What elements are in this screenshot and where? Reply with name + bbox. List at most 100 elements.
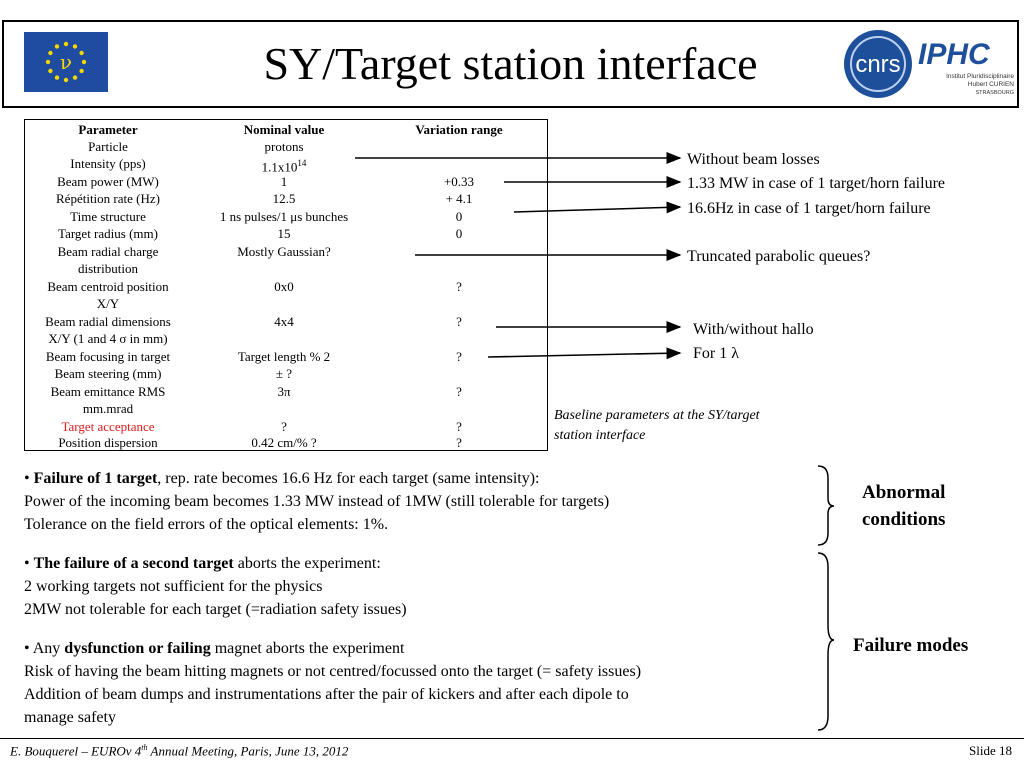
eu-stars-icon: ν: [24, 32, 108, 92]
bullet-2-line-2: 2 working targets not sufficient for the…: [24, 578, 323, 595]
footer-divider: [0, 738, 1024, 739]
arrow-lambda: [487, 347, 682, 360]
table-cell: ?: [456, 349, 462, 364]
note-lambda: For 1 λ: [693, 345, 739, 362]
label-abnormal-conditions: Abnormal conditions: [862, 479, 945, 533]
table-cell: Target radius (mm): [58, 226, 158, 241]
table-cell: 3π: [277, 384, 291, 399]
table-cell: ?: [456, 279, 462, 294]
bullet-3-line-3: Addition of beam dumps and instrumentati…: [24, 686, 629, 703]
table-cell: 1.1x1014: [191, 155, 377, 176]
table-cell: X/Y (1 and 4 σ in mm): [48, 331, 168, 346]
table-cell: ± ?: [275, 366, 293, 381]
bullet-1-text: , rep. rate becomes 16.6 Hz for each tar…: [157, 470, 540, 487]
table-cell: Répétition rate (Hz): [56, 191, 160, 206]
table-header-range: Variation range: [415, 122, 503, 137]
table-cell: Beam focusing in target: [45, 349, 171, 364]
intensity-value: 1.1x10: [261, 159, 298, 175]
table-cell-highlight: Target acceptance: [61, 419, 155, 434]
table-cell: + 4.1: [445, 191, 473, 206]
table-header-nominal: Nominal value: [243, 122, 325, 137]
bullet-2-bold: The failure of a second target: [33, 555, 234, 572]
table-cell: Beam power (MW): [57, 174, 159, 189]
bullet-2-text: aborts the experiment:: [233, 555, 381, 572]
table-cell: X/Y: [96, 296, 120, 311]
table-header-parameter: Parameter: [78, 122, 138, 137]
brace-failure: [817, 552, 835, 731]
bullet-magnet-failure: • Any dysfunction or failing magnet abor…: [24, 637, 824, 729]
table-cell: 4x4: [274, 314, 294, 329]
footer-author-text: E. Bouquerel – EUROv 4: [10, 743, 142, 759]
table-cell: distribution: [78, 261, 138, 276]
table-cell: Time structure: [70, 209, 146, 224]
cnrs-logo-text: cnrs: [855, 51, 900, 78]
table-cell: Beam steering (mm): [54, 366, 162, 381]
institution-logos: cnrs IPHC Institut Pluridisciplinaire Hu…: [842, 26, 1018, 102]
bullet-mark: •: [24, 555, 30, 572]
bullet-1-bold: Failure of 1 target: [33, 470, 158, 487]
eu-flag-letter: ν: [60, 50, 72, 74]
table-cell: mm.mrad: [82, 401, 134, 416]
table-cell: 0: [455, 209, 463, 224]
table-cell: 0.42 cm/% ?: [251, 435, 317, 450]
footer-author-text-2: Annual Meeting, Paris, June 13, 2012: [147, 743, 349, 759]
note-no-losses: Without beam losses: [687, 151, 820, 168]
bullet-3-pre: Any: [32, 640, 65, 657]
caption-line-2: station interface: [554, 428, 646, 443]
page-title: SY/Target station interface: [263, 38, 758, 89]
parameter-table: Parameter Nominal value Variation range …: [24, 119, 548, 451]
table-cell: Target length % 2: [237, 349, 331, 364]
bullet-3-line-4: manage safety: [24, 709, 116, 726]
brace-abnormal: [817, 465, 835, 546]
title-banner: ν SY/Target station interface cnrs IPHC …: [2, 20, 1019, 108]
table-cell: 1: [280, 174, 288, 189]
table-cell: 12.5: [272, 191, 296, 206]
table-caption: Baseline parameters at the SY/target sta…: [554, 406, 824, 446]
table-cell: ?: [456, 419, 462, 434]
intensity-exponent: 14: [297, 158, 307, 168]
bullet-2-line-3: 2MW not tolerable for each target (=radi…: [24, 601, 407, 618]
note-hallo: With/without hallo: [693, 321, 814, 338]
eu-flag-logo: ν: [24, 32, 108, 92]
bullet-failure-one: • Failure of 1 target, rep. rate becomes…: [24, 467, 824, 536]
footer-sup: th: [141, 743, 148, 752]
cnrs-iphc-logo: cnrs IPHC Institut Pluridisciplinaire Hu…: [844, 30, 1015, 98]
table-cell: Particle: [88, 139, 128, 154]
table-cell: 0: [455, 226, 463, 241]
table-cell: Intensity (pps): [70, 156, 146, 171]
table-cell: Mostly Gaussian?: [237, 244, 331, 259]
caption-line-1: Baseline parameters at the SY/target: [554, 408, 760, 423]
bullet-mark: •: [24, 640, 30, 657]
table-cell: ?: [456, 435, 462, 450]
table-cell: Beam emittance RMS: [50, 384, 166, 399]
table-cell: Position dispersion: [58, 435, 158, 450]
bullet-3-text: magnet aborts the experiment: [210, 640, 405, 657]
table-cell: +0.33: [443, 174, 475, 189]
bullet-3-bold: dysfunction or failing: [64, 640, 211, 657]
footer-author: E. Bouquerel – EUROv 4th Annual Meeting,…: [10, 743, 348, 759]
table-cell: Beam centroid position: [47, 279, 169, 294]
bullet-failure-two: • The failure of a second target aborts …: [24, 552, 824, 621]
arrow-rate: [513, 201, 682, 214]
table-cell: protons: [264, 139, 304, 154]
label-abnormal-line-2: conditions: [862, 509, 946, 530]
table-cell: ?: [456, 314, 462, 329]
note-truncated: Truncated parabolic queues?: [687, 248, 871, 265]
note-power-failure: 1.33 MW in case of 1 target/horn failure: [687, 175, 945, 192]
note-rate-failure: 16.6Hz in case of 1 target/horn failure: [687, 200, 931, 217]
iphc-sub-1: Institut Pluridisciplinaire: [946, 73, 1014, 80]
iphc-logo-text: IPHC: [918, 38, 991, 71]
table-cell: Beam radial charge: [57, 244, 159, 259]
table-cell: Beam radial dimensions: [45, 314, 171, 329]
table-cell: ?: [281, 419, 287, 434]
slide-number: Slide 18: [969, 743, 1012, 758]
label-abnormal-line-1: Abnormal: [862, 482, 946, 503]
iphc-sub-2: Hubert CURIEN: [968, 81, 1015, 88]
bullet-mark: •: [24, 470, 30, 487]
table-cell: ?: [456, 384, 462, 399]
label-failure-modes: Failure modes: [853, 635, 969, 656]
table-cell: 15: [277, 226, 291, 241]
table-cell: 1 ns pulses/1 μs bunches: [219, 209, 349, 224]
table-cell: 0x0: [274, 279, 294, 294]
